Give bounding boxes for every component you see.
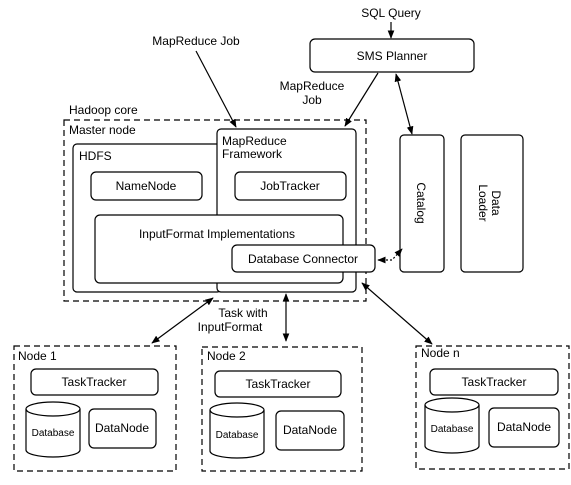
sms-planner-label: SMS Planner (357, 49, 428, 63)
mapreduce-job-arrow (195, 50, 237, 128)
node-1-boundary (13, 345, 177, 472)
node-n-database-label: Database (431, 424, 474, 435)
hdfs-label: HDFS (79, 149, 112, 163)
node-1-database-cylinder-top (25, 401, 81, 417)
node-2-database-label: Database (216, 430, 259, 441)
node-n-database-cylinder (424, 405, 480, 454)
node-2-database-cylinder (209, 410, 265, 459)
node-1-datanode-box (88, 408, 157, 449)
master-node-label: Master node (69, 123, 136, 137)
node-2-tasktracker-label: TaskTracker (246, 377, 311, 391)
sql-query-label: SQL Query (361, 6, 421, 20)
node-2-datanode-box (275, 410, 345, 451)
node-n-tasktracker-box (429, 368, 559, 396)
master-node-boundary (63, 119, 367, 302)
task-label-line2: InputFormat (198, 320, 263, 334)
node-n: Node n TaskTracker Database DataNode (415, 345, 570, 470)
node-2-boundary (201, 346, 363, 472)
planner-catalog-arrow (394, 73, 414, 135)
jobtracker-label: JobTracker (260, 179, 320, 193)
planner-job-label-line2: Job (302, 93, 322, 107)
planner-job-label-line1: MapReduce (280, 79, 345, 93)
node-2: Node 2 TaskTracker Database DataNode (201, 346, 363, 472)
node-1: Node 1 TaskTracker Database DataNode (13, 345, 177, 472)
node-1-label: Node 1 (18, 349, 57, 363)
node-2-database-cylinder-top (209, 402, 265, 418)
inputformat-label: InputFormat Implementations (139, 227, 295, 241)
planner-to-framework-arrow (344, 72, 379, 127)
data-loader-label-line1: Data (489, 190, 503, 216)
database-connector-box (231, 244, 376, 273)
node-1-database-label: Database (32, 428, 75, 439)
hadoop-core-label: Hadoop core (69, 103, 138, 117)
master-node1-arrow (151, 297, 214, 344)
node-n-tasktracker-label: TaskTracker (462, 375, 527, 389)
node-1-database-cylinder (25, 409, 81, 458)
node-2-datanode-label: DataNode (283, 423, 337, 437)
data-loader-label-line2: Loader (476, 184, 490, 221)
mapreduce-job-label: MapReduce Job (152, 34, 240, 48)
catalog-connector-arrow (377, 248, 403, 264)
mapreduce-framework-label-line1: MapReduce (222, 134, 287, 148)
database-connector-label: Database Connector (248, 252, 358, 266)
namenode-box (90, 171, 203, 201)
jobtracker-box (234, 171, 347, 201)
master-noden-arrow (361, 282, 433, 345)
namenode-label: NameNode (116, 179, 177, 193)
catalog-label: Catalog (414, 182, 428, 223)
catalog-box (399, 134, 445, 273)
node-1-tasktracker-label: TaskTracker (62, 375, 127, 389)
node-n-datanode-label: DataNode (497, 420, 551, 434)
node-1-datanode-label: DataNode (95, 421, 149, 435)
node-1-tasktracker-box (30, 368, 159, 396)
node-n-boundary (415, 345, 570, 470)
node-2-label: Node 2 (207, 349, 246, 363)
node-2-tasktracker-box (214, 370, 342, 398)
node-n-datanode-box (488, 407, 560, 448)
mapreduce-framework-label-line2: Framework (222, 147, 283, 161)
data-loader-box (460, 134, 524, 273)
sms-planner-box (309, 38, 475, 73)
task-label-line1: Task with (218, 306, 267, 320)
node-n-label: Node n (421, 346, 460, 360)
node-n-database-cylinder-top (424, 397, 480, 413)
